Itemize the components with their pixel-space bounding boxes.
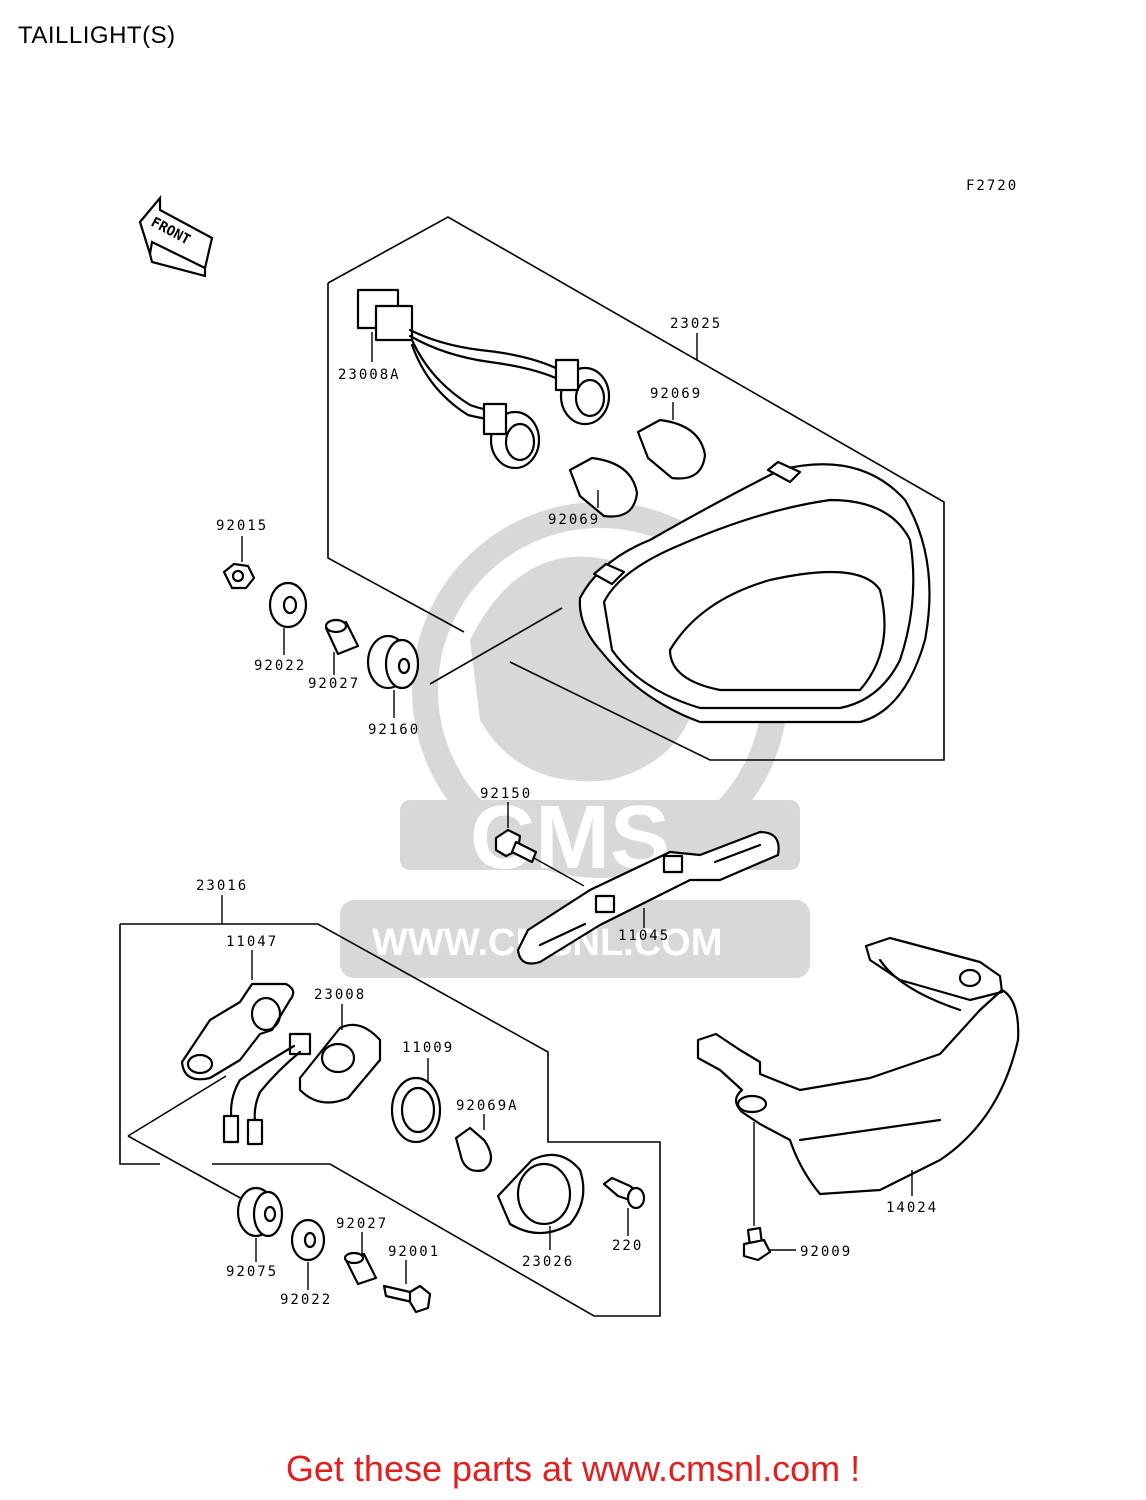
- part-number: 11009: [402, 1040, 454, 1056]
- part-number: 92150: [480, 786, 532, 802]
- part-number: 92009: [800, 1244, 852, 1260]
- part-number: 92015: [216, 518, 268, 534]
- part-number: 92160: [368, 722, 420, 738]
- nut-icon: [222, 562, 256, 590]
- bolt-icon: [382, 1284, 432, 1314]
- tail-lens-icon: [578, 460, 931, 724]
- page-title: TAILLIGHT(S): [18, 22, 176, 49]
- part-number: 23016: [196, 878, 248, 894]
- part-number: 92069: [548, 512, 600, 528]
- part-number: 14024: [886, 1200, 938, 1216]
- socket-plate-icon: [222, 1023, 382, 1146]
- part-number: 220: [612, 1238, 643, 1254]
- socket-icon: [482, 358, 611, 470]
- collar-icon: [343, 1251, 378, 1286]
- parts-diagram: CMS WWW.CMSNL.COM FRONT F2720: [119, 178, 1020, 1317]
- front-arrow-icon: FRONT: [138, 194, 214, 278]
- washer-icon: [290, 1218, 326, 1262]
- part-number: 92069A: [456, 1098, 519, 1114]
- rear-cover-icon: [696, 936, 1020, 1196]
- part-number: 23025: [670, 316, 722, 332]
- figure-code: F2720: [966, 178, 1018, 194]
- bulb-icon: [568, 418, 707, 518]
- part-number: 92022: [280, 1292, 332, 1308]
- washer-icon: [268, 581, 308, 629]
- part-number: 11045: [618, 928, 670, 944]
- part-number: 92022: [254, 658, 306, 674]
- part-number: 92075: [226, 1264, 278, 1280]
- part-number: 11047: [226, 934, 278, 950]
- part-number: 92027: [336, 1216, 388, 1232]
- license-lens-icon: [496, 1153, 585, 1234]
- seal-ring-icon: [390, 1076, 442, 1144]
- part-number: 92069: [650, 386, 702, 402]
- footer-link[interactable]: Get these parts at www.cmsnl.com !: [285, 1448, 861, 1489]
- connector-icon: [356, 288, 562, 422]
- screw-icon: [742, 1226, 772, 1262]
- collar-icon: [324, 618, 360, 656]
- grommet-icon: [366, 634, 420, 690]
- bracket-plate-icon: [180, 982, 295, 1081]
- bracket-icon: [516, 830, 780, 965]
- part-number: 23008: [314, 987, 366, 1003]
- assembly-box-23025: [327, 216, 945, 761]
- small-bulb-icon: [454, 1126, 493, 1172]
- screw-icon: [602, 1176, 646, 1210]
- part-number: 23008A: [338, 367, 401, 383]
- grommet-icon: [236, 1186, 284, 1238]
- part-number: 92027: [308, 676, 360, 692]
- part-number: 92001: [388, 1244, 440, 1260]
- part-number: 23026: [522, 1254, 574, 1270]
- assembly-box-23016: [120, 923, 661, 1317]
- bolt-icon: [494, 828, 538, 864]
